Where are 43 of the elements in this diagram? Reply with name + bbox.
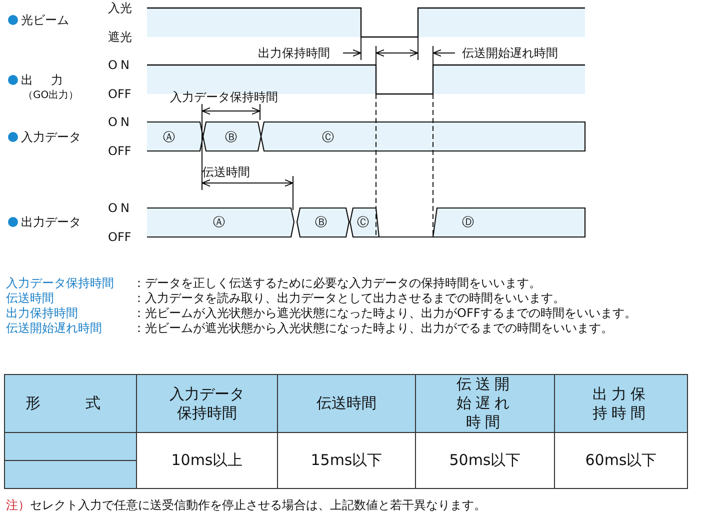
timing-label: 伝送時間: [202, 165, 250, 179]
timing-label: 入力データ保持時間: [170, 90, 278, 104]
state-label: ON: [108, 201, 132, 215]
term: 出力保持時間: [6, 306, 78, 320]
definition-text: ：データを正しく伝送するために必要な入力データの保持時間をいいます。: [133, 276, 541, 290]
state-label: 遮光: [108, 30, 132, 44]
value-cell: 10ms以上: [136, 432, 278, 488]
data-marker: Ⓑ: [225, 130, 237, 144]
note-mark: 注）: [6, 498, 30, 512]
header-cell: 形 式: [4, 374, 136, 432]
data-marker: Ⓓ: [462, 215, 474, 229]
term: 伝送時間: [6, 291, 54, 305]
term: 入力データ保持時間: [6, 276, 114, 290]
data-marker: Ⓐ: [213, 215, 225, 229]
data-marker: Ⓒ: [322, 130, 334, 144]
header-cell: 入力データ保持時間: [136, 374, 278, 432]
data-marker: Ⓑ: [315, 215, 327, 229]
term: 伝送開始遅れ時間: [6, 321, 102, 335]
header-cell: 伝送時間: [278, 374, 416, 432]
value-cell: 50ms以下: [416, 432, 554, 488]
definition-text: ：光ビームが遮光状態から入光状態になった時より、出力がでるまでの時間をいいます。: [133, 321, 613, 335]
signal-name: 出力データ: [21, 215, 81, 229]
signal-name: 入力データ: [21, 130, 81, 144]
state-label: OFF: [108, 144, 132, 158]
timing-label: 出力保持時間: [258, 46, 330, 60]
note-text: セレクト入力で任意に送受信動作を停止させる場合は、上記数値と若干異なります。: [30, 498, 486, 512]
state-label: ON: [108, 115, 132, 129]
signal-name: 光ビーム: [21, 13, 69, 27]
timing-label: 伝送開始遅れ時間: [462, 46, 558, 60]
value-cell: 15ms以下: [278, 432, 416, 488]
signal-name: 出 力: [21, 73, 66, 87]
definition-text: ：光ビームが入光状態から遮光状態になった時より、出力がOFFするまでの時間をいいます。: [133, 306, 636, 320]
definition-text: ：入力データを読み取り、出力データとして出力させるまでの時間をいいます。: [133, 291, 565, 305]
state-label: OFF: [108, 87, 132, 101]
data-marker: Ⓒ: [357, 215, 369, 229]
header-cell: 出力保持時間: [554, 374, 688, 432]
value-cell: 60ms以下: [554, 432, 688, 488]
state-label: 入光: [108, 1, 132, 15]
state-label: OFF: [108, 230, 132, 244]
header-cell: 伝送開始遅れ時間: [416, 374, 554, 432]
signal-note: （GO出力）: [23, 89, 79, 103]
data-marker: Ⓐ: [163, 130, 175, 144]
state-label: ON: [108, 58, 132, 72]
